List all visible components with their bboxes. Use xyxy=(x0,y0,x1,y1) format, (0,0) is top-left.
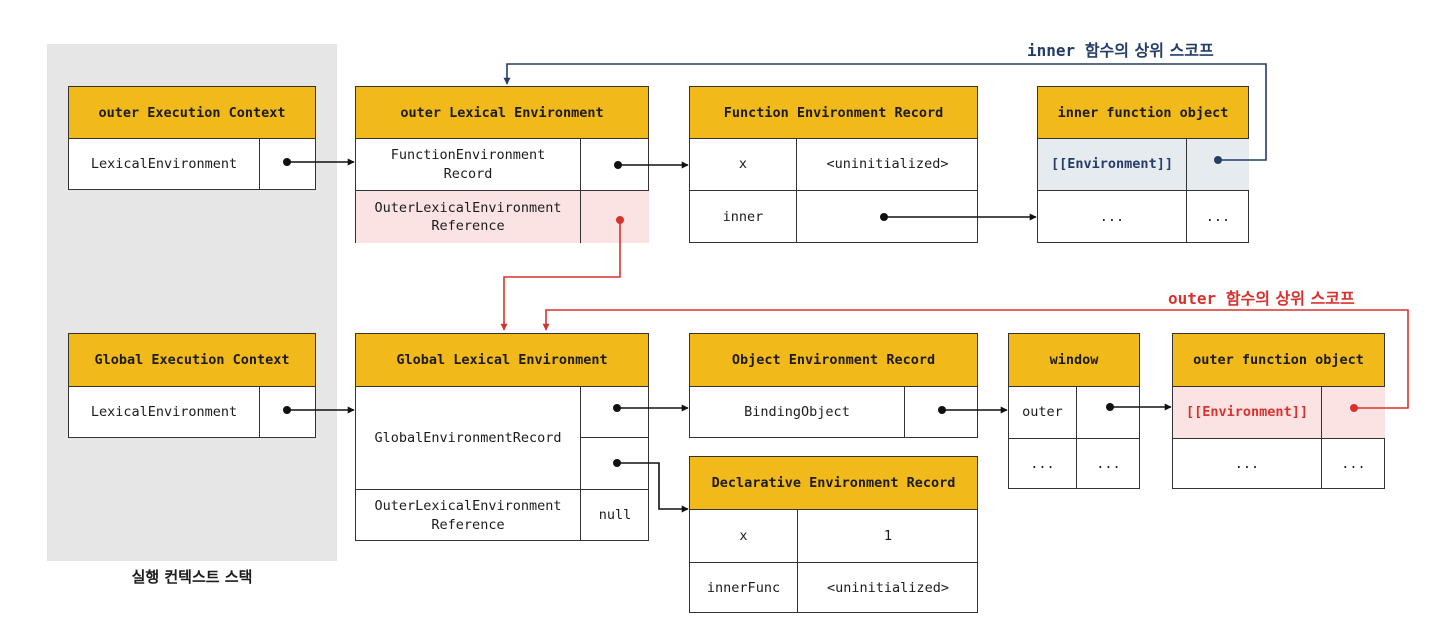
arrow-window-outer-to-outer-function-object xyxy=(1106,403,1172,411)
arrow-outer-ec-to-outer-le xyxy=(283,158,355,166)
inner-scope-code: inner xyxy=(1027,41,1076,60)
window-more-value: ... xyxy=(1076,438,1140,489)
inner-function-object: inner function object [[Environment]] ..… xyxy=(1037,86,1249,243)
arrow-object-er-to-window xyxy=(938,406,1008,414)
outer-execution-context: outer Execution Context LexicalEnvironme… xyxy=(68,86,316,190)
outer-execution-context-title: outer Execution Context xyxy=(69,87,315,139)
outer-lexical-environment-title: outer Lexical Environment xyxy=(356,87,648,139)
arrow-outer-ref-to-global-le xyxy=(500,216,624,331)
outer-lexical-environment: outer Lexical Environment FunctionEnviro… xyxy=(355,86,649,243)
inner-fo-environment-pointer xyxy=(1186,139,1249,190)
global-execution-context-title: Global Execution Context xyxy=(69,334,315,387)
global-le-outer-reference-null: null xyxy=(580,489,649,541)
function-er-inner-key: inner xyxy=(690,190,796,243)
inner-scope-label: inner 함수의 상위 스코프 xyxy=(1027,37,1214,61)
outer-function-object-title: outer function object xyxy=(1173,334,1384,387)
inner-fo-more-key: ... xyxy=(1038,190,1186,243)
outer-ec-lexical-environment-pointer xyxy=(259,139,316,190)
outer-fo-more-value: ... xyxy=(1321,438,1385,489)
window-outer-key: outer xyxy=(1022,404,1063,421)
window-outer-value xyxy=(1076,387,1140,438)
window-object: window outer ... ... xyxy=(1008,333,1140,489)
object-environment-record: Object Environment Record BindingObject xyxy=(689,333,978,438)
outer-fo-environment-pointer xyxy=(1321,387,1385,438)
object-er-binding-object: BindingObject xyxy=(744,404,850,421)
outer-le-record-pointer xyxy=(580,139,649,190)
object-er-binding-pointer xyxy=(904,387,978,438)
declarative-er-innerfunc-value: <uninitialized> xyxy=(797,562,978,613)
outer-le-outer-reference: OuterLexicalEnvironment Reference xyxy=(356,190,580,243)
outer-fo-more-key: ... xyxy=(1173,438,1321,489)
outer-le-function-environment-record: FunctionEnvironment Record xyxy=(390,147,546,182)
outer-ec-lexical-environment: LexicalEnvironment xyxy=(90,156,238,173)
function-er-inner-value xyxy=(796,190,978,243)
object-environment-record-title: Object Environment Record xyxy=(690,334,977,387)
global-le-global-environment-record: GlobalEnvironmentRecord xyxy=(374,429,562,446)
arrow-global-le-to-object-er xyxy=(613,404,689,412)
inner-function-object-title: inner function object xyxy=(1038,87,1248,139)
function-er-x-key: x xyxy=(738,156,748,173)
outer-scope-code: outer xyxy=(1168,289,1217,308)
window-more-key: ... xyxy=(1009,438,1076,489)
arrow-global-le-to-declarative-er xyxy=(613,459,689,513)
function-environment-record-title: Function Environment Record xyxy=(690,87,977,139)
global-le-declarative-record-pointer xyxy=(580,437,649,489)
global-lexical-environment-title: Global Lexical Environment xyxy=(356,334,648,387)
declarative-environment-record: Declarative Environment Record x 1 inner… xyxy=(689,456,978,613)
declarative-er-innerfunc-key: innerFunc xyxy=(690,562,797,613)
outer-le-outer-reference-pointer xyxy=(580,190,649,243)
function-er-x-value: <uninitialized> xyxy=(796,139,978,190)
stack-caption: 실행 컨텍스트 스택 xyxy=(131,568,253,586)
outer-scope-label: outer 함수의 상위 스코프 xyxy=(1168,285,1355,309)
global-le-outer-reference: OuterLexicalEnvironment Reference xyxy=(356,489,580,541)
global-lexical-environment: Global Lexical Environment GlobalEnviron… xyxy=(355,333,649,541)
inner-fo-environment-slot: [[Environment]] xyxy=(1038,139,1186,190)
global-le-object-record-pointer xyxy=(580,387,649,437)
outer-fo-environment-slot: [[Environment]] xyxy=(1173,387,1321,438)
outer-scope-text: 함수의 상위 스코프 xyxy=(1225,289,1355,308)
declarative-er-x-value: 1 xyxy=(797,510,978,562)
arrow-outer-environment-to-global-le xyxy=(542,309,1409,412)
declarative-er-x-key: x xyxy=(739,527,748,544)
arrow-outer-le-to-function-er xyxy=(614,161,689,169)
arrow-global-ec-to-global-le xyxy=(283,406,355,414)
inner-scope-text: 함수의 상위 스코프 xyxy=(1084,41,1214,60)
arrow-inner-environment-to-outer-le xyxy=(503,63,1267,164)
arrow-inner-to-inner-function-object xyxy=(880,213,1037,221)
window-object-title: window xyxy=(1009,334,1139,387)
outer-function-object: outer function object [[Environment]] ..… xyxy=(1172,333,1385,489)
declarative-environment-record-title: Declarative Environment Record xyxy=(690,457,977,510)
global-ec-lexical-environment: LexicalEnvironment xyxy=(90,404,238,421)
global-ec-lexical-environment-pointer xyxy=(259,387,316,438)
inner-fo-more-value: ... xyxy=(1186,190,1249,243)
global-execution-context: Global Execution Context LexicalEnvironm… xyxy=(68,333,316,438)
